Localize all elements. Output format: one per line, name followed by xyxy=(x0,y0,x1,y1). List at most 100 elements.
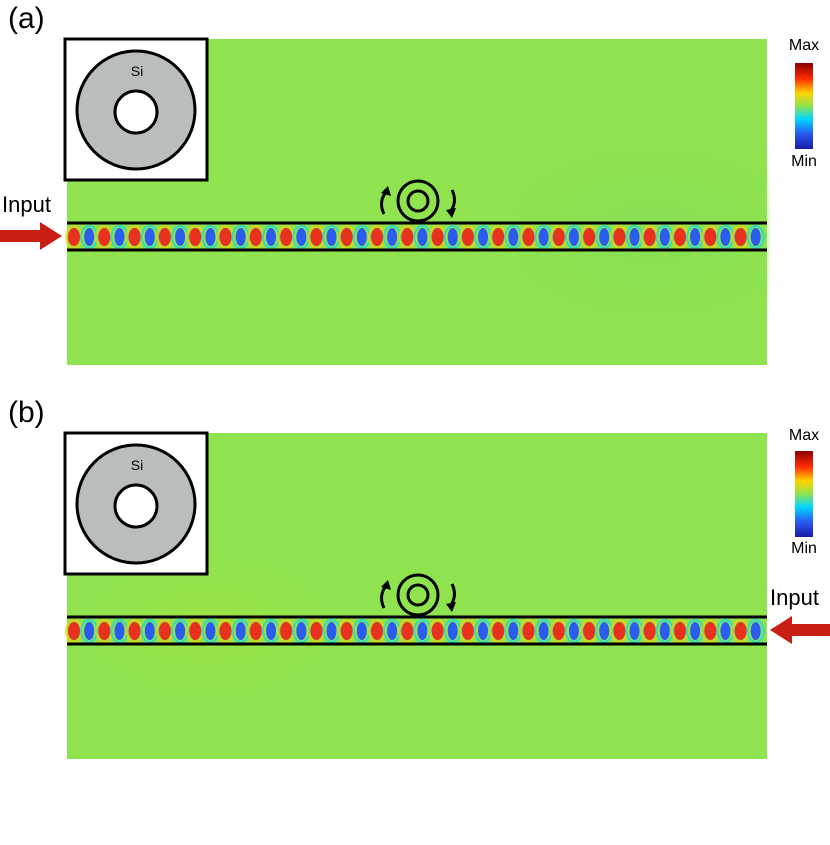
field-lobe xyxy=(68,228,80,246)
field-lobe xyxy=(583,622,596,640)
field-lobe-halo xyxy=(746,225,765,249)
field-lobe xyxy=(144,622,155,640)
resonator-inner xyxy=(406,583,430,607)
field-lobe xyxy=(371,622,383,640)
field-lobe xyxy=(219,228,232,246)
field-lobe xyxy=(158,622,171,640)
field-lobe xyxy=(219,622,232,640)
field-lobe xyxy=(280,622,293,640)
field-lobe xyxy=(522,228,535,246)
field-lobe xyxy=(296,228,307,246)
field-lobe xyxy=(568,622,579,640)
field-lobe xyxy=(401,228,414,246)
field-lobe xyxy=(310,228,323,246)
field-lobe xyxy=(599,228,610,246)
field-lobe xyxy=(583,228,596,246)
field-lobe xyxy=(552,622,565,640)
field-lobe xyxy=(704,622,717,640)
field-lobe xyxy=(431,622,444,640)
input-label: Input xyxy=(2,192,51,217)
field-lobe xyxy=(387,228,398,246)
field-lobe xyxy=(235,622,246,640)
field-lobe xyxy=(674,622,686,640)
field-lobe xyxy=(461,228,474,246)
field-lobe xyxy=(175,622,186,640)
field-lobe xyxy=(158,228,171,246)
field-lobe xyxy=(249,622,262,640)
field-lobe xyxy=(659,228,670,246)
ring-hole xyxy=(113,483,159,529)
field-lobe xyxy=(98,622,111,640)
field-lobe xyxy=(478,228,488,246)
field-lobe xyxy=(310,622,323,640)
field-map xyxy=(0,37,813,365)
field-lobe xyxy=(356,622,367,640)
field-lobe xyxy=(417,228,428,246)
colorbar-max-label: Max xyxy=(788,37,820,54)
field-lobe xyxy=(431,228,444,246)
field-lobe xyxy=(720,228,731,246)
field-lobe xyxy=(599,622,610,640)
resonator-inner xyxy=(406,189,430,213)
field-lobe xyxy=(266,228,276,246)
field-lobe xyxy=(205,228,216,246)
field-lobe xyxy=(114,622,125,640)
material-label: Si xyxy=(130,63,144,79)
field-lobe xyxy=(128,228,141,246)
field-lobe xyxy=(447,228,458,246)
panel-label: (b) xyxy=(8,396,45,429)
field-lobe xyxy=(492,228,505,246)
ring-hole xyxy=(113,89,159,135)
field-lobe xyxy=(659,622,670,640)
field-lobe xyxy=(98,228,111,246)
field-lobe xyxy=(538,228,549,246)
field-lobe xyxy=(508,228,519,246)
field-lobe xyxy=(447,622,458,640)
field-lobe xyxy=(144,228,155,246)
field-lobe xyxy=(613,228,626,246)
field-lobe xyxy=(266,622,276,640)
field-lobe xyxy=(326,228,337,246)
field-lobe xyxy=(674,228,686,246)
field-lobe xyxy=(280,228,293,246)
input-arrow xyxy=(770,616,830,644)
field-lobes xyxy=(65,619,765,643)
colorbar xyxy=(795,451,813,537)
field-lobe xyxy=(538,622,549,640)
field-lobe xyxy=(189,228,202,246)
field-lobe xyxy=(568,228,579,246)
field-lobe xyxy=(84,622,95,640)
input-arrow xyxy=(0,222,62,250)
field-lobe xyxy=(750,622,761,640)
field-lobe xyxy=(128,622,141,640)
field-lobe xyxy=(720,622,731,640)
field-lobe xyxy=(417,622,428,640)
field-lobe xyxy=(613,622,626,640)
field-lobe xyxy=(401,622,414,640)
colorbar-min-label: Min xyxy=(791,540,817,557)
field-lobe xyxy=(552,228,565,246)
material-label: Si xyxy=(130,457,144,473)
field-lobe xyxy=(522,622,535,640)
panel-a: (a) xyxy=(0,0,830,395)
field-lobe xyxy=(629,228,640,246)
field-lobe xyxy=(189,622,202,640)
field-lobe xyxy=(643,622,656,640)
panel-b: (b) xyxy=(0,394,830,789)
field-lobe xyxy=(235,228,246,246)
field-lobe-halo xyxy=(746,619,765,643)
field-lobe xyxy=(84,228,95,246)
field-lobe xyxy=(750,228,761,246)
field-lobe xyxy=(704,228,717,246)
colorbar-max-label: Max xyxy=(788,427,820,444)
field-lobe xyxy=(205,622,216,640)
field-lobe xyxy=(249,228,262,246)
field-lobe xyxy=(478,622,488,640)
colorbar xyxy=(795,63,813,149)
resonator-outer xyxy=(396,573,440,617)
field-lobe xyxy=(68,622,80,640)
field-lobe xyxy=(643,228,656,246)
field-lobe xyxy=(114,228,125,246)
field-lobe xyxy=(340,622,353,640)
field-lobe xyxy=(508,622,519,640)
